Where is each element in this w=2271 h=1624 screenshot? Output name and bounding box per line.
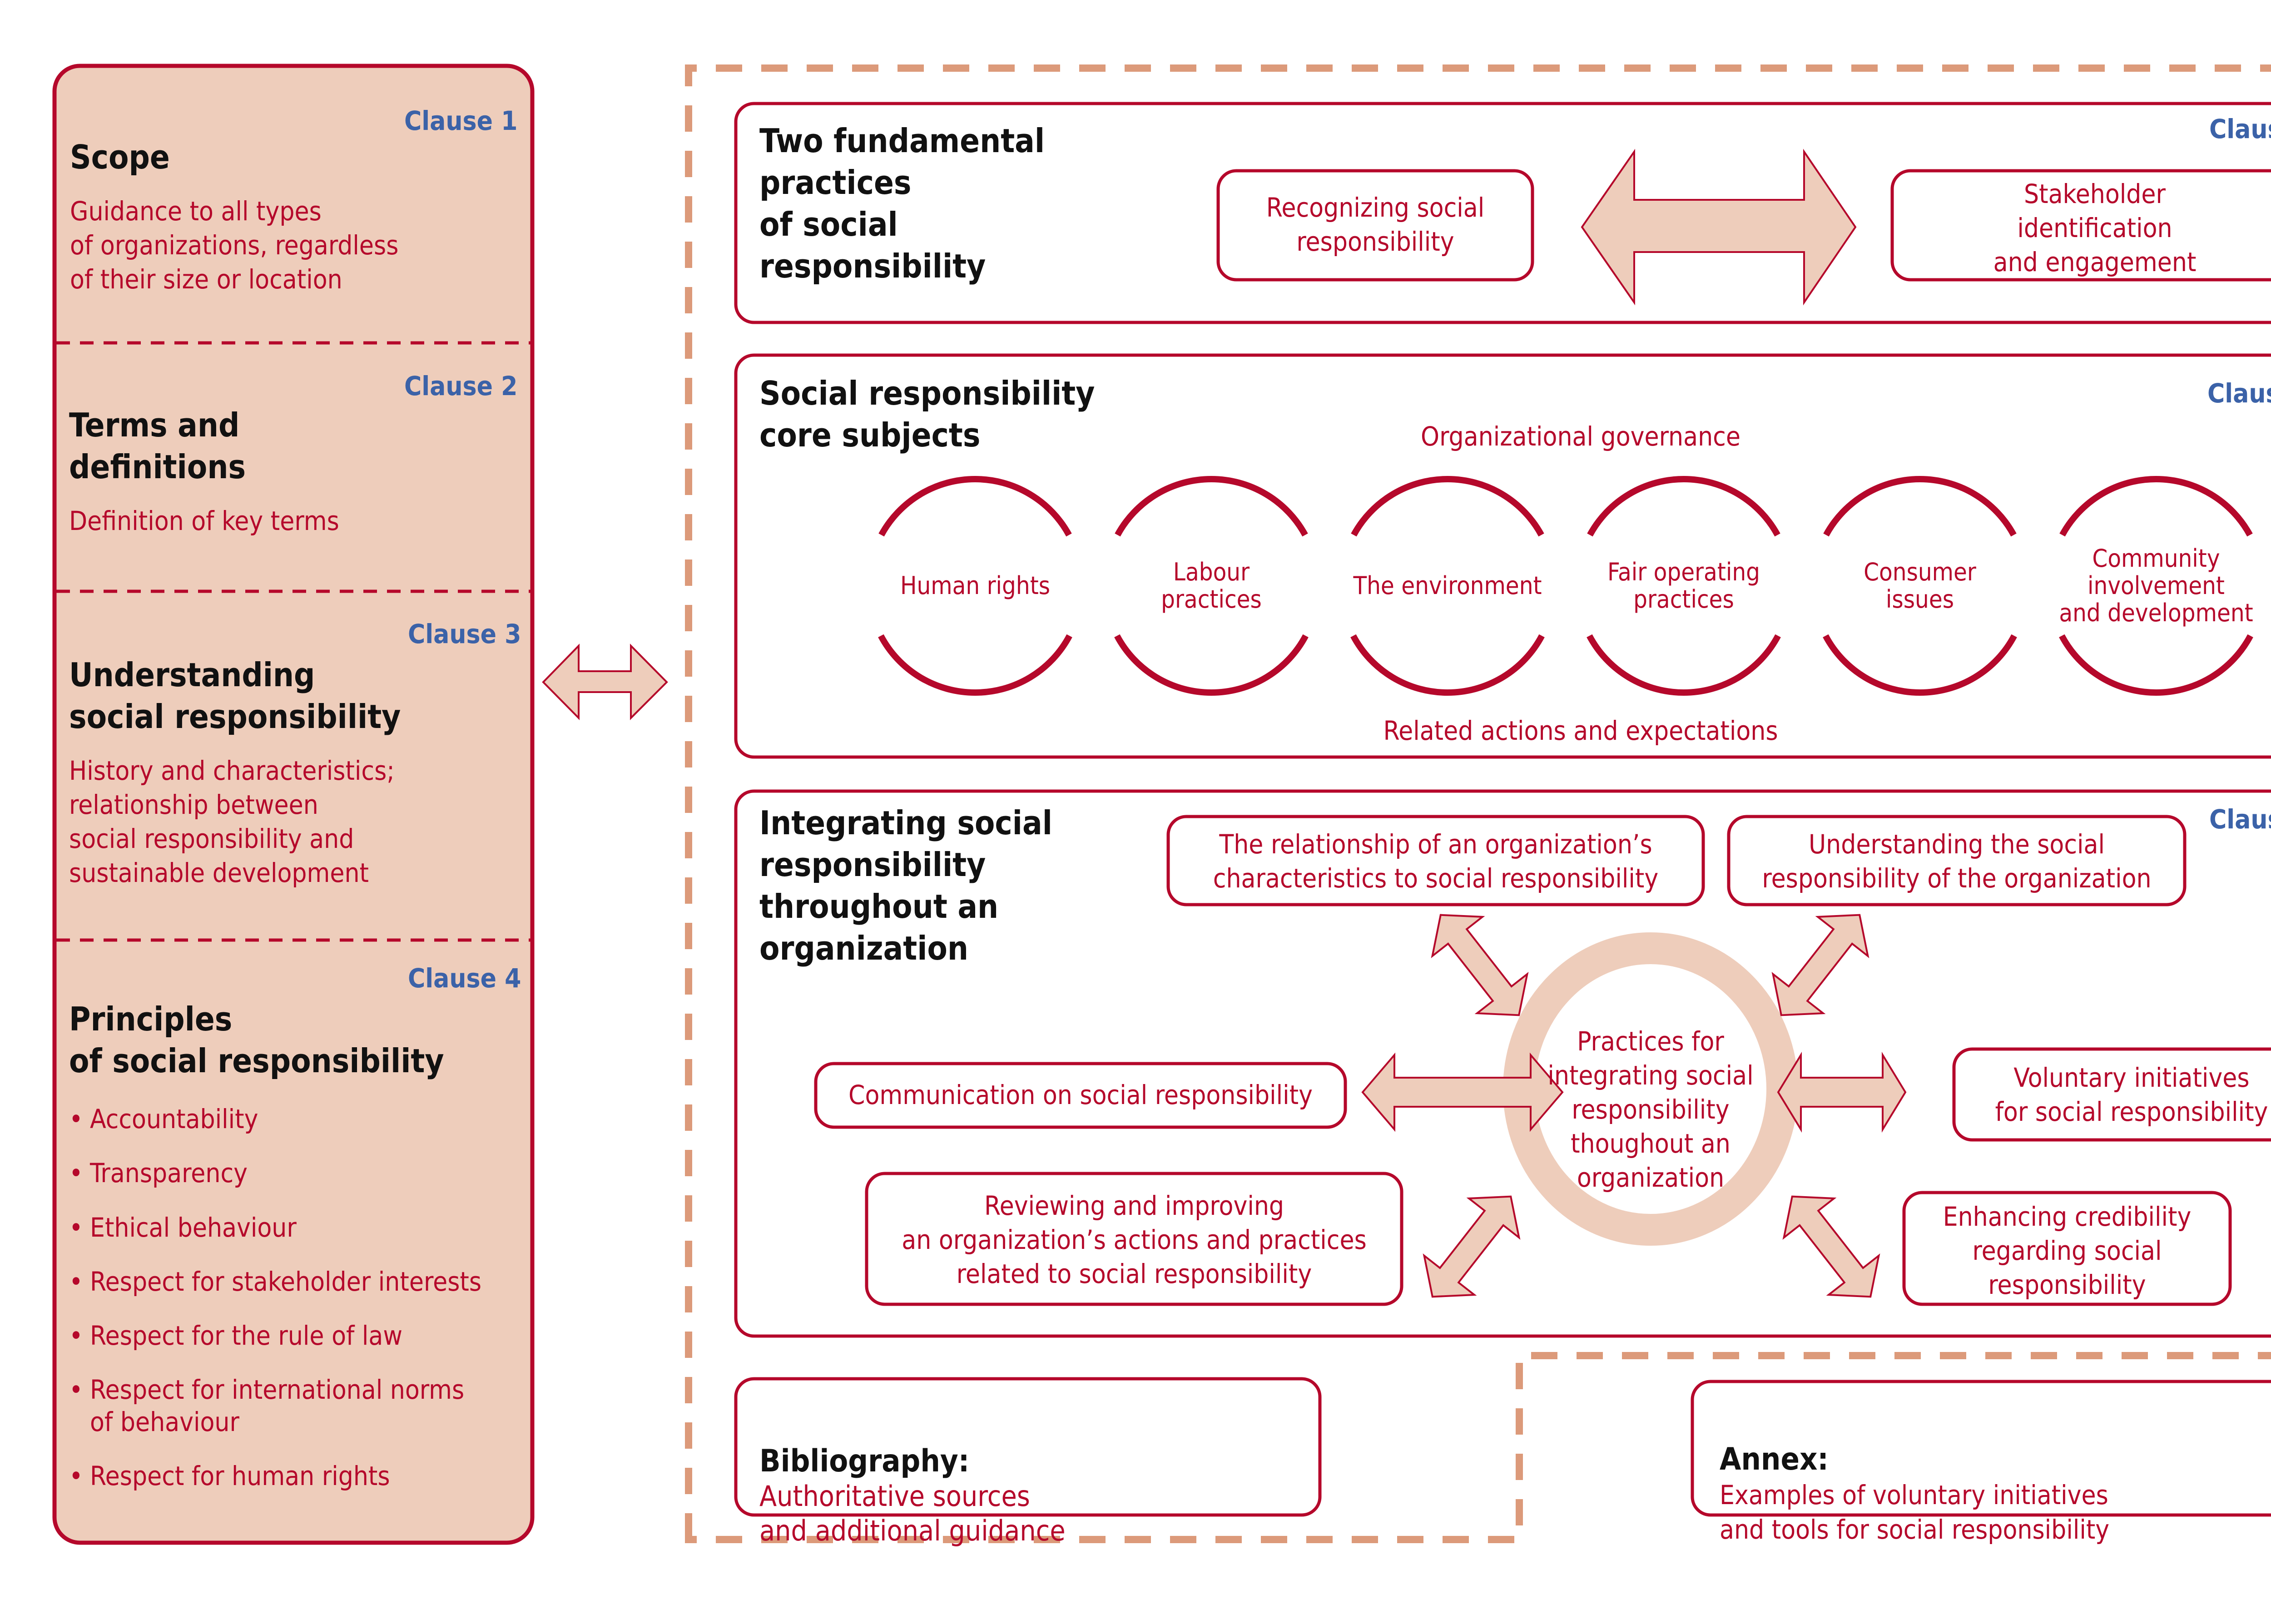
voluntary-initiatives-box: Voluntary initiatives for social respons… <box>1995 1062 2268 1127</box>
list-item: Respect for the rule of law <box>69 1320 481 1352</box>
double-arrow-icon <box>1361 1052 1564 1132</box>
clause5-title: Two fundamental practices of social resp… <box>759 122 1045 285</box>
recognizing-sr-box: Recognizing social responsibility <box>1266 192 1485 257</box>
clause7-title: Integrating social responsibility throug… <box>759 804 1052 967</box>
section-title-principles: Principles of social responsibility <box>69 1000 444 1080</box>
double-arrow-icon <box>1581 149 1857 306</box>
center-practices-text: Practices for integrating social respons… <box>1547 1026 1754 1193</box>
list-item: Respect for stakeholder interests <box>69 1266 481 1298</box>
subject-circle-top-arc <box>1115 476 1308 537</box>
list-item: Respect for human rights <box>69 1460 481 1492</box>
double-arrow-icon <box>1771 914 1869 1016</box>
communication-box: Communication on social responsibility <box>848 1079 1313 1110</box>
annex-label: Annex: <box>1720 1441 1829 1477</box>
clause-label: Clause 3 <box>408 619 521 649</box>
clause-label: Clause 6 <box>2207 378 2271 409</box>
core-dashed-frame <box>685 64 2271 1543</box>
core-subject-label: Community involvement and development <box>2059 544 2253 627</box>
understanding-box-shape <box>1727 815 2187 906</box>
section-title-understanding: Understanding social responsibility <box>69 656 401 736</box>
core-subject-label: Human rights <box>900 571 1051 600</box>
annex: Annex: Examples of voluntary initiatives… <box>1720 1408 2109 1547</box>
double-arrow-icon <box>542 644 668 720</box>
related-actions-label: Related actions and expectations <box>1383 715 1778 746</box>
credibility-box: Enhancing credibility regarding social r… <box>1943 1201 2192 1300</box>
subject-circle-bottom-arc <box>1350 634 1545 696</box>
clause-label: Clause 2 <box>404 371 518 401</box>
subject-circle-bottom-arc <box>1823 634 2017 696</box>
subject-circle-bottom-arc <box>1114 634 1309 696</box>
clause-label: Clause 5 <box>2209 114 2271 144</box>
clause-label: Clause 7 <box>2209 804 2271 835</box>
core-subject-label: Fair operating practices <box>1607 558 1760 614</box>
voluntary-box-shape <box>1952 1047 2271 1142</box>
subject-circle-top-arc <box>1587 476 1780 537</box>
principles-list: Accountability Transparency Ethical beha… <box>69 1094 481 1515</box>
subject-circle-bottom-arc <box>878 634 1072 696</box>
double-arrow-icon <box>1431 914 1529 1016</box>
subject-circle-bottom-arc <box>1587 634 1781 696</box>
communication-box-shape <box>814 1062 1347 1129</box>
list-item: Transparency <box>69 1157 481 1189</box>
core-subject-label: Consumer issues <box>1864 558 1976 614</box>
subject-circle-top-arc <box>1351 476 1544 537</box>
stakeholder-box: Stakeholder identification and engagemen… <box>1993 178 2197 277</box>
subject-circle-top-arc <box>2059 476 2253 537</box>
section-body-terms: Definition of key terms <box>69 505 339 536</box>
clause6-title: Social responsibility core subjects <box>759 374 1095 454</box>
credibility-box-shape <box>1902 1191 2232 1306</box>
annex-text: Examples of voluntary initiatives and to… <box>1720 1480 2110 1545</box>
section-title-terms: Terms and definitions <box>69 406 246 486</box>
double-arrow-icon <box>1423 1195 1521 1298</box>
core-subject-label: The environment <box>1353 571 1542 600</box>
bibliography-label: Bibliography: <box>759 1443 970 1479</box>
subject-circle-top-arc <box>878 476 1072 537</box>
clause6-frame <box>734 353 2271 759</box>
subject-circle-bottom-arc <box>2059 634 2253 696</box>
reviewing-box-shape <box>865 1172 1403 1306</box>
bibliography-text: Authoritative sources and additional gui… <box>759 1480 1066 1547</box>
clause5-left-box <box>1216 169 1534 282</box>
section-title-scope: Scope <box>70 138 170 176</box>
list-item: Ethical behaviour <box>69 1212 481 1244</box>
core-subject-label: Labour practices <box>1161 558 1262 614</box>
understanding-box: Understanding the social responsibility … <box>1762 829 2152 894</box>
core-subject-circles <box>878 476 2253 696</box>
clause5-right-box <box>1890 169 2271 282</box>
section-body-understanding: History and characteristics; relationshi… <box>69 755 395 888</box>
clause-label: Clause 4 <box>408 963 521 994</box>
relationship-box: The relationship of an organization’s ch… <box>1213 829 1659 894</box>
section-body-scope: Guidance to all types of organizations, … <box>70 196 399 295</box>
bibliography-box-shape <box>734 1377 1322 1517</box>
reviewing-box: Reviewing and improving an organization’… <box>902 1190 1367 1289</box>
double-arrow-icon <box>1782 1195 1880 1298</box>
double-arrow-icon <box>1777 1051 1907 1133</box>
list-item: Accountability <box>69 1103 481 1135</box>
clause-label: Clause 1 <box>404 105 518 136</box>
bibliography: Bibliography: Authoritative sources and … <box>759 1410 1066 1548</box>
relationship-box-shape <box>1166 815 1705 906</box>
organizational-governance-label: Organizational governance <box>1421 421 1740 452</box>
subject-circle-top-arc <box>1823 476 2017 537</box>
annex-box-shape <box>1691 1380 2271 1517</box>
list-item: Respect for international norms of behav… <box>69 1374 481 1438</box>
